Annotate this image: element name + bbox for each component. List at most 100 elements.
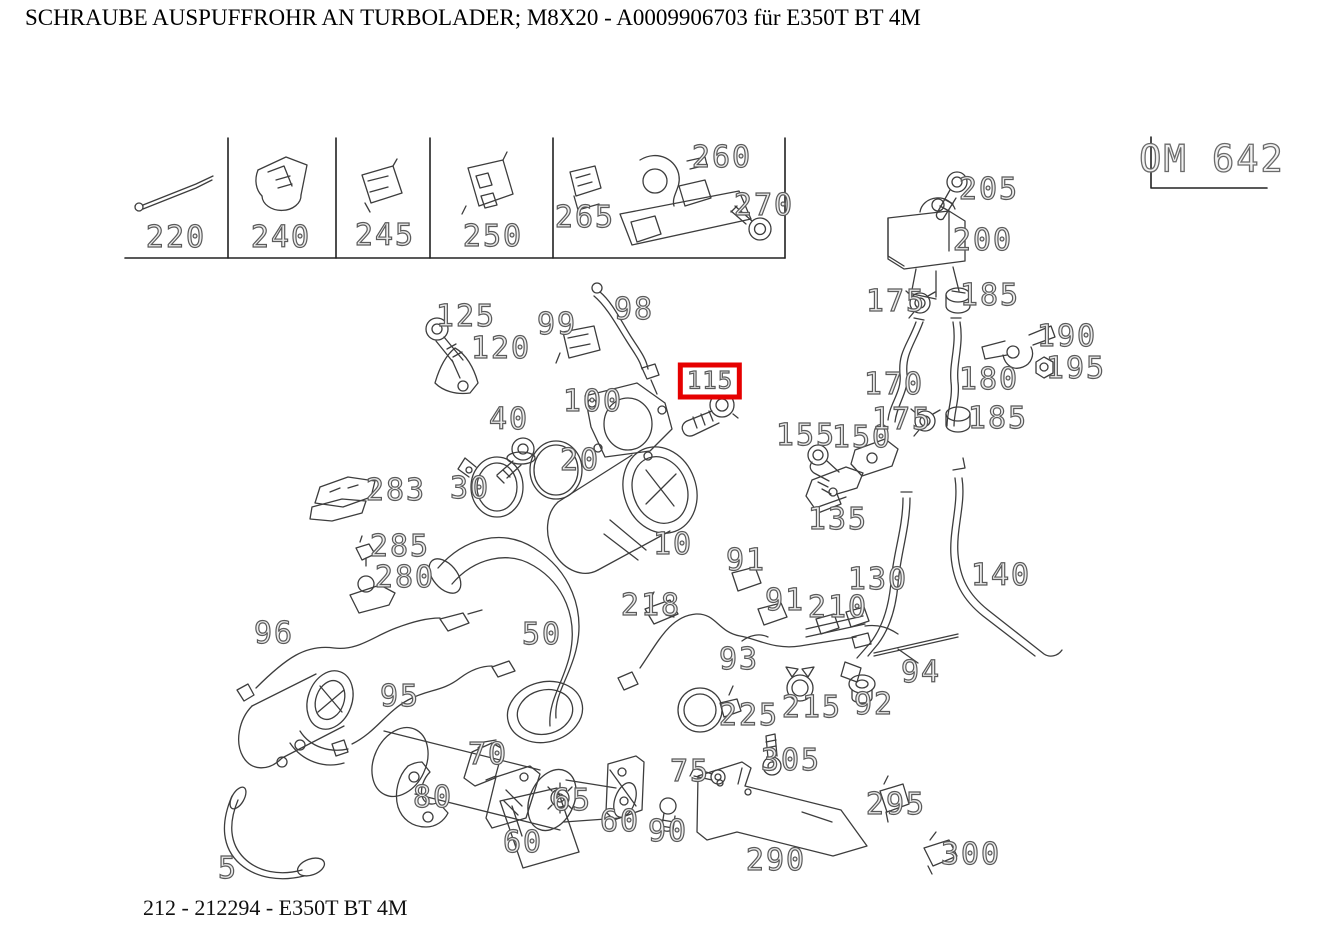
part-93-drawing — [617, 613, 872, 691]
part-label-200[interactable]: 200 — [952, 223, 1014, 258]
part-label-300[interactable]: 300 — [940, 837, 1002, 872]
part-label-90[interactable]: 90 — [647, 814, 689, 849]
part-label-260[interactable]: 260 — [691, 140, 753, 175]
part-label-40[interactable]: 40 — [488, 402, 530, 437]
part-5-drawing — [223, 670, 637, 880]
part-185-drawing — [945, 287, 971, 433]
part-label-140[interactable]: 140 — [970, 558, 1032, 593]
part-283-drawing — [309, 476, 376, 522]
part-label-245[interactable]: 245 — [354, 218, 416, 253]
part-label-283[interactable]: 283 — [365, 473, 427, 508]
part-215-drawing — [785, 666, 815, 702]
part-label-115[interactable]: 115 — [677, 362, 743, 400]
part-label-98[interactable]: 98 — [613, 292, 655, 327]
part-label-75[interactable]: 75 — [669, 754, 711, 789]
part-label-130[interactable]: 130 — [847, 562, 909, 597]
part-92-drawing — [848, 674, 876, 704]
part-label-270[interactable]: 270 — [733, 188, 795, 223]
part-label-210[interactable]: 210 — [807, 590, 869, 625]
part-label-225[interactable]: 225 — [718, 698, 780, 733]
part-label-190[interactable]: 190 — [1036, 319, 1098, 354]
part-200-drawing — [887, 197, 966, 300]
part-label-175[interactable]: 175 — [865, 284, 927, 319]
part-label-195[interactable]: 195 — [1045, 351, 1107, 386]
part-label-135[interactable]: 135 — [807, 502, 869, 537]
part-290-drawing — [696, 761, 868, 857]
part-label-80[interactable]: 80 — [412, 780, 454, 815]
part-260-drawing — [619, 154, 752, 246]
part-label-60[interactable]: 60 — [599, 804, 641, 839]
part-label-170[interactable]: 170 — [863, 367, 925, 402]
part-label-96[interactable]: 96 — [253, 616, 295, 651]
part-label-91[interactable]: 91 — [725, 543, 767, 578]
part-label-100[interactable]: 100 — [562, 384, 624, 419]
part-300-drawing — [923, 831, 958, 875]
part-140-drawing — [950, 457, 1063, 657]
part-270-drawing — [730, 205, 772, 241]
part-98-drawing — [591, 282, 660, 395]
part-label-205[interactable]: 205 — [958, 172, 1020, 207]
part-label-265[interactable]: 265 — [554, 200, 616, 235]
part-30-drawing — [457, 456, 524, 518]
part-label-185[interactable]: 185 — [959, 278, 1021, 313]
part-label-65[interactable]: 65 — [551, 783, 593, 818]
part-305-drawing — [762, 733, 782, 776]
part-label-60[interactable]: 60 — [502, 825, 544, 860]
part-label-125[interactable]: 125 — [435, 299, 497, 334]
part-label-280[interactable]: 280 — [374, 560, 436, 595]
engine-code-box — [1150, 136, 1268, 189]
part-195-drawing — [1035, 356, 1054, 379]
part-label-240[interactable]: 240 — [250, 220, 312, 255]
part-label-290[interactable]: 290 — [745, 843, 807, 878]
part-label-99[interactable]: 99 — [536, 307, 578, 342]
part-label-175[interactable]: 175 — [871, 402, 933, 437]
part-label-185[interactable]: 185 — [967, 401, 1029, 436]
part-label-155[interactable]: 155 — [775, 418, 837, 453]
part-220-drawing — [134, 175, 214, 212]
part-label-20[interactable]: 20 — [559, 443, 601, 478]
part-label-285[interactable]: 285 — [369, 529, 431, 564]
part-label-5[interactable]: 5 — [217, 851, 239, 886]
part-label-305[interactable]: 305 — [760, 743, 822, 778]
part-65-drawing — [547, 782, 573, 814]
part-label-295[interactable]: 295 — [865, 787, 927, 822]
engine-code-label: OM 642 — [1139, 137, 1285, 181]
part-label-218[interactable]: 218 — [620, 588, 682, 623]
part-94-drawing — [873, 633, 959, 664]
part-175-drawing — [905, 290, 941, 437]
part-label-250[interactable]: 250 — [462, 219, 524, 254]
part-170-drawing — [887, 317, 925, 423]
part-label-94[interactable]: 94 — [900, 655, 942, 690]
part-label-10[interactable]: 10 — [652, 527, 694, 562]
part-label-92[interactable]: 92 — [853, 687, 895, 722]
part-label-93[interactable]: 93 — [718, 642, 760, 677]
part-210-drawing — [805, 606, 899, 638]
part-280-drawing — [349, 575, 396, 614]
grid-lines — [124, 137, 786, 259]
part-285-drawing — [355, 535, 376, 567]
part-label-215[interactable]: 215 — [781, 690, 843, 725]
part-label-95[interactable]: 95 — [379, 679, 421, 714]
part-label-220[interactable]: 220 — [145, 220, 207, 255]
part-295-drawing — [879, 775, 910, 823]
part-label-120[interactable]: 120 — [470, 331, 532, 366]
part-90-drawing — [659, 797, 677, 832]
part-40-drawing — [496, 437, 536, 484]
footer-caption: 212 - 212294 - E350T BT 4M — [143, 895, 408, 920]
part-label-30[interactable]: 30 — [449, 471, 491, 506]
part-135-drawing — [805, 466, 864, 514]
part-245-drawing — [361, 158, 403, 213]
part-label-50[interactable]: 50 — [521, 617, 563, 652]
part-label-70[interactable]: 70 — [467, 737, 509, 772]
part-250-drawing — [461, 151, 514, 215]
part-80-drawing — [395, 761, 449, 828]
part-99-drawing — [555, 325, 601, 364]
part-label-150[interactable]: 150 — [831, 420, 893, 455]
part-label-91[interactable]: 91 — [764, 583, 806, 618]
part-96-drawing — [236, 609, 483, 702]
page-title: SCHRAUBE AUSPUFFROHR AN TURBOLADER; M8X2… — [25, 5, 921, 30]
part-180-drawing — [946, 317, 962, 427]
part-label-180[interactable]: 180 — [958, 362, 1020, 397]
